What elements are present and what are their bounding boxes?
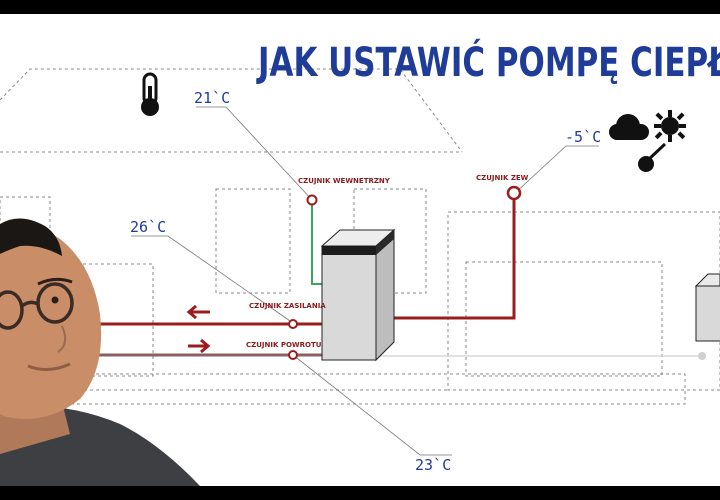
supply-temperature: 26`C xyxy=(130,218,166,236)
return-temperature: 23`C xyxy=(415,456,451,474)
thermometer-icon xyxy=(141,72,159,116)
indoor-sensor-label: CZUJNIK WEWNETRZNY xyxy=(298,177,391,185)
leader-indoor xyxy=(196,106,313,201)
annex-outline xyxy=(447,211,720,391)
annex-window xyxy=(465,261,663,377)
thinking-person-photo xyxy=(0,218,200,486)
leader-supply xyxy=(131,235,294,324)
return-flow-arrow xyxy=(188,338,211,354)
heat-pump-diagram: JAK USTAWIĆ POMPĘ CIEPŁ xyxy=(0,38,720,486)
supply-flow-arrow xyxy=(186,304,210,320)
outdoor-sensor xyxy=(506,185,522,201)
outdoor-sensor-label: CZUJNIK ZEW xyxy=(476,174,529,182)
leader-outdoor xyxy=(513,145,599,195)
leader-lines xyxy=(131,106,599,456)
page-title: JAK USTAWIĆ POMPĘ CIEPŁ xyxy=(256,38,720,86)
diagram-canvas: JAK USTAWIĆ POMPĘ CIEPŁ xyxy=(0,14,720,486)
heat-pump-unit xyxy=(320,228,396,362)
leader-return xyxy=(292,354,452,456)
return-sensor-label: CZUJNIK POWROTU xyxy=(246,341,322,349)
roof-outline xyxy=(0,68,463,153)
supply-sensor-label: CZUJNIK ZASILANIA xyxy=(249,302,326,310)
foundation-outline xyxy=(0,373,686,405)
indoor-sensor-wire xyxy=(311,205,322,285)
outdoor-sensor-wire xyxy=(376,198,516,320)
outdoor-unit-connector xyxy=(698,352,706,360)
supply-sensor xyxy=(288,319,298,329)
outdoor-temperature: -5`C xyxy=(565,128,601,146)
indoor-sensor xyxy=(306,194,318,206)
cloud-sun-icon xyxy=(609,110,686,172)
return-sensor xyxy=(288,350,298,360)
indoor-temperature: 21`C xyxy=(194,89,230,107)
outdoor-unit xyxy=(694,273,720,342)
window-center xyxy=(215,188,291,294)
